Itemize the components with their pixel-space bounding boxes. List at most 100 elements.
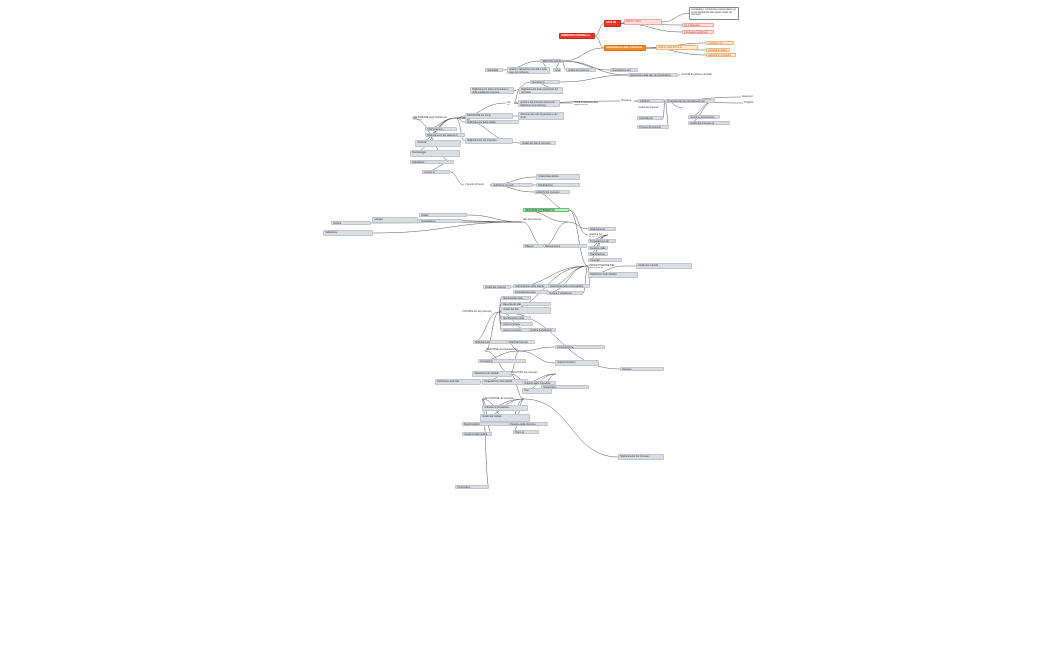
mind-map-node-n-k4[interactable]: Sviluppo delle procedure — [522, 381, 556, 385]
mind-map-node-n-d10[interactable]: Monitoraggio — [410, 150, 460, 157]
mind-map-node-n-h8[interactable]: Verifica e validazione — [547, 291, 583, 295]
mind-map-node-n-top1d[interactable]: completare i compiti che si presentano n… — [689, 7, 739, 20]
mind-map-node-n-c5[interactable]: Progettazione — [744, 101, 753, 104]
mind-map-node-n-l2[interactable]: Indicatori di prestazione — [482, 405, 528, 411]
mind-map-node-n-k6[interactable]: Test — [522, 388, 552, 394]
mind-map-node-n-d5[interactable]: Miglioramento del processo — [465, 138, 513, 144]
mind-map-node-n-a4[interactable]: spesa — [553, 68, 561, 72]
mind-map-node-n-g5[interactable]: Controllo — [588, 258, 622, 262]
mind-map-node-n-h7[interactable]: Progettazione delle procedure — [513, 290, 549, 294]
mind-map-node-n-i1[interactable]: CONTROLLO del processo — [462, 310, 492, 313]
mind-map-node-n-e4[interactable]: Analisi delle attività — [536, 174, 580, 180]
mind-map-node-n-b5[interactable]: gestione del processo attraverso l'adozi… — [518, 100, 560, 107]
mind-map-node-n-top2c[interactable]: capacità di gestire — [706, 48, 730, 52]
mind-map-node-n-top2b[interactable]: migliorare con efficienza — [706, 41, 734, 45]
mind-map-node-n-e6[interactable]: ANALISI del processo — [534, 190, 570, 194]
mind-map-node-n-b2[interactable]: Miglioramento delle performance e della … — [470, 87, 514, 94]
mind-map-node-n-c6[interactable]: Analisi dei processi — [638, 106, 659, 109]
mind-map-node-n-b6[interactable]: FASE DI ANALISI DEL PROCESSO — [574, 101, 599, 105]
mind-map-node-n-top2[interactable]: ottimizzazione delle prestazioni — [604, 45, 646, 51]
mind-map-node-n-i10[interactable]: Miglioramento — [473, 340, 507, 344]
mind-map-node-n-d9[interactable]: Controllo — [415, 140, 461, 147]
mind-map-node-n-d7[interactable]: Ottimizzazione — [425, 127, 457, 131]
mind-map-node-n-f9[interactable]: Manutenzione — [543, 244, 587, 248]
mind-map-node-n-h1[interactable]: PROGETTAZIONE DEL PROCESSO — [589, 264, 615, 268]
mind-map-node-n-g4[interactable]: Pianificazione delle attività — [588, 252, 608, 256]
mind-map-node-n-i5[interactable]: Identificazione delle criticità — [501, 316, 531, 320]
mind-map-node-n-f5[interactable]: sviluppo — [372, 217, 418, 223]
mind-map-node-n-d6[interactable]: Analisi dei dati di processo — [520, 141, 556, 145]
mind-map-node-n-top1a[interactable]: ridurre i rischi — [624, 19, 662, 25]
mind-map-node-n-i2[interactable]: Monitoraggio delle prestazioni — [501, 296, 531, 300]
mind-map-node-n-l3[interactable]: Analisi dei risultati — [480, 414, 530, 422]
mind-map-node-n-a5[interactable]: analisi del processo — [566, 68, 596, 72]
mind-map-node-n-a3[interactable]: analisi e valutazione dei dati e delle a… — [507, 67, 550, 74]
mind-map-node-n-e2[interactable]: Il gruppo di lavoro — [465, 183, 485, 186]
mind-map-node-n-i9[interactable]: Riesame — [620, 367, 664, 371]
mind-map-node-n-j3[interactable]: Comunicazione — [555, 345, 605, 349]
mind-map-node-n-c2[interactable]: FASE DI PROGETTAZIONE — [638, 99, 664, 103]
mind-map-node-n-top2a[interactable]: insieme delle azioni di miglioramento — [656, 45, 698, 50]
mind-map-node-n-i3[interactable]: Raccolta dei dati — [501, 302, 551, 306]
mind-map-node-n-l1[interactable]: VALUTAZIONE del processo — [483, 397, 514, 400]
mind-map-node-n-l6[interactable]: Piano di miglioramento — [513, 430, 539, 434]
mind-map-node-n-f6[interactable]: Verifica — [331, 221, 371, 225]
mind-map-node-n-k1[interactable]: SVILUPPO del processo — [511, 371, 538, 374]
mind-map-node-n-i8[interactable]: Verifica dell'efficacia — [528, 328, 556, 332]
mind-map-node-n-e3[interactable]: definizione dei ruoli — [491, 183, 533, 187]
mind-map-node-n-l9[interactable]: Conclusione — [455, 485, 489, 489]
mind-map-node-n-e5[interactable]: Pianificazione — [536, 183, 580, 187]
mind-map-node-n-i7[interactable]: Azioni preventive — [501, 328, 531, 332]
mind-map-node-n-a2[interactable]: dell'analisi — [485, 68, 503, 72]
mind-map-node-n-c8[interactable]: Gestione del processo — [688, 115, 720, 119]
mind-map-node-n-h3[interactable]: Definizione degli obiettivi — [588, 272, 638, 278]
mind-map-node-n-l5[interactable]: Riesame della direzione — [508, 422, 548, 426]
mind-map-node-n-h6[interactable]: Definizione delle responsabilità — [548, 284, 590, 288]
mind-map-node-n-k5[interactable]: Integrazione — [541, 385, 589, 389]
mind-map-node-n-g2[interactable]: Progettazione del sistema — [588, 239, 616, 243]
mind-map-node-n-e1[interactable]: Gruppo di progettazione — [422, 170, 450, 174]
mind-map-node-n-j1[interactable]: GESTIONE del cambiamento — [486, 348, 518, 351]
mind-map-node-n-a6[interactable]: progettazione del cambiamento — [610, 68, 638, 72]
mind-map-node-n-l4[interactable]: Benchmarking — [462, 422, 512, 426]
mind-map-node-n-l8[interactable]: Miglioramento del processo — [618, 454, 664, 460]
mind-map-node-n-f4[interactable]: progettazione — [419, 219, 463, 223]
mind-map-node-n-c1[interactable]: Processo — [621, 99, 632, 102]
mind-map-node-n-g1[interactable]: gestione del processo — [589, 233, 603, 237]
mind-map-node-n-i4[interactable]: Analisi dei dati — [501, 307, 551, 314]
mind-map-node-n-c7[interactable]: Controllo dei processi — [637, 116, 663, 120]
mind-map-node-root[interactable]: MINERVINI E MANNELLA — [559, 33, 595, 39]
mind-map-node-n-d11[interactable]: Valutazione — [410, 160, 454, 164]
mind-map-node-n-f2[interactable]: fasi del processo — [523, 218, 542, 221]
mind-map-node-n-top1b[interactable]: cfr. 1 processo — [682, 23, 714, 27]
mind-map-node-n-top2d[interactable]: capacità di progettare — [706, 53, 736, 57]
mind-map-node-n-d8[interactable]: Miglioramento del sistema di gestione — [425, 133, 465, 137]
mind-map-node-n-f1[interactable]: GESTIONE DI PROGETTO — [523, 208, 569, 212]
mind-map-node-n-b1[interactable]: processo di progettazione — [530, 80, 560, 84]
mind-map-node-n-c10[interactable]: Processi di supporto — [637, 125, 669, 129]
mind-map-node-n-j6[interactable]: Valutazione dei risultati — [472, 371, 512, 377]
mind-map-node-n-h5[interactable]: Individuazione delle attività — [513, 284, 549, 288]
mind-map-node-n-top1[interactable]: FASE 0N — [604, 20, 621, 27]
mind-map-node-n-d1[interactable]: DEFINIZIONE degli obiettivi del progetto — [413, 116, 447, 120]
mind-map-node-n-top1c[interactable]: il processo funziona in base — [682, 30, 714, 34]
mind-map-node-n-f7[interactable]: Validazione — [323, 230, 373, 236]
mind-map-node-n-h2[interactable]: Analisi dei requisiti — [636, 263, 692, 269]
mind-map-node-n-b3[interactable]: Miglioramento delle prestazioni del proc… — [519, 87, 563, 94]
mind-map-node-n-c4[interactable]: Esperienza — [742, 95, 753, 98]
mind-map-node-n-c9[interactable]: Analisi del processo di progettazione — [688, 121, 730, 125]
mind-map-node-n-b4[interactable]: AS IS — [507, 101, 511, 105]
mind-map-node-n-g3[interactable]: Gestione delle risorse — [588, 246, 608, 250]
mind-map-node-n-j5[interactable]: Implementazione — [555, 360, 599, 366]
mind-map-node-n-d2[interactable]: RIDUZIONE dei tempi — [465, 113, 513, 119]
mind-map-node-n-d4[interactable]: riduzione dei costi di gestione e dei ri… — [518, 112, 564, 120]
mind-map-node-n-j4[interactable]: Formazione — [478, 359, 526, 363]
mind-map-node-n-f8[interactable]: Rilascio — [523, 244, 543, 248]
mind-map-node-n-a8[interactable]: controllo di gestione di FASE — [681, 73, 712, 76]
mind-map-node-n-h4[interactable]: Analisi del contesto — [483, 285, 511, 289]
mind-map-node-n-d3[interactable]: Miglioramento della qualità — [465, 120, 519, 124]
mind-map-node-n-l7[interactable]: Gestione della qualità — [462, 432, 492, 436]
mind-map-node-n-a7[interactable]: Esecuzione della fase di progettazione — [628, 73, 678, 77]
mind-map-node-n-j2[interactable]: Pianificazione del cambiamento — [507, 340, 535, 344]
mind-map-node-n-k2[interactable]: Definizione delle fasi — [435, 379, 481, 385]
